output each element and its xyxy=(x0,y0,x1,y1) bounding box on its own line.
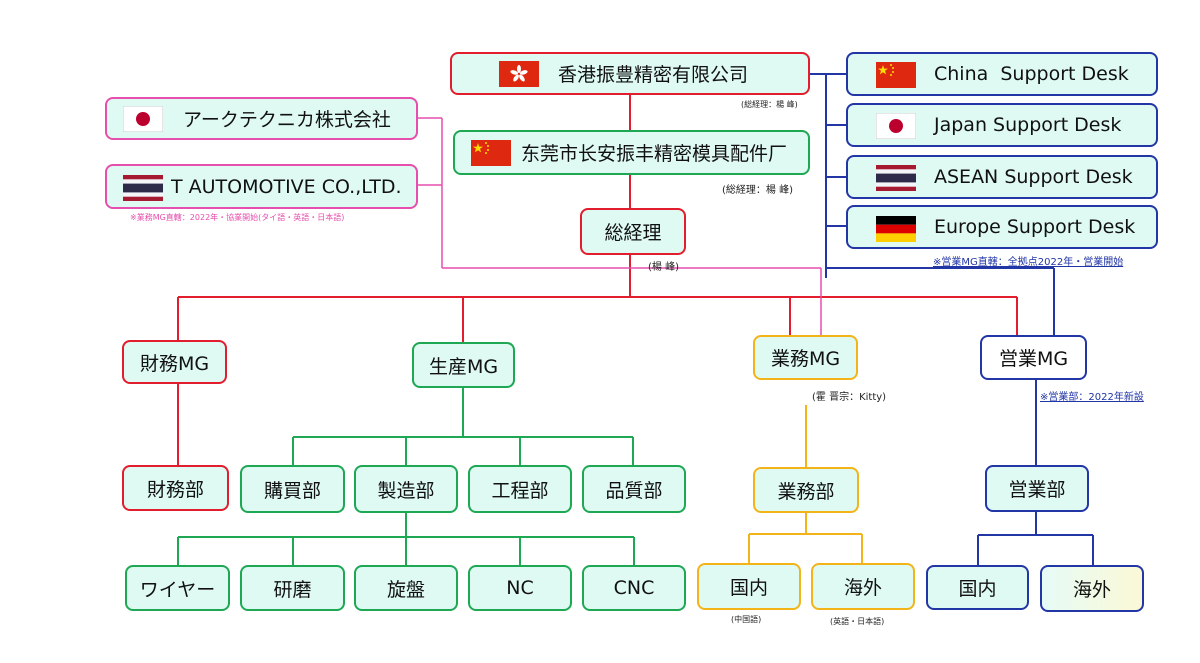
t-automotive-box[interactable]: T AUTOMOTIVE CO.,LTD. xyxy=(105,164,418,209)
nc-section-label: NC xyxy=(506,577,534,599)
business-overseas-label: 海外 xyxy=(843,577,882,599)
japan-flag-icon xyxy=(876,113,916,139)
grinding-section-label: 研磨 xyxy=(273,578,312,601)
germany-flag-icon xyxy=(876,216,916,242)
sales-mg-label: 営業MG xyxy=(998,348,1069,370)
arctec-company-box[interactable]: アークテクニカ株式会社 xyxy=(105,97,418,140)
quality-dept-label: 品質部 xyxy=(605,479,663,502)
engineering-dept-label: 工程部 xyxy=(491,479,549,502)
asean-support-desk-box[interactable]: ASEAN Support Desk xyxy=(846,155,1158,199)
red-connectors xyxy=(177,95,1018,465)
green-connectors xyxy=(177,388,635,565)
business-mg-box[interactable]: 業務MG xyxy=(753,335,858,380)
thailand-flag-icon xyxy=(876,165,916,191)
asean-support-desk-label: ASEAN Support Desk xyxy=(934,166,1133,188)
grinding-section-box[interactable]: 研磨 xyxy=(240,565,345,611)
engineering-dept-box[interactable]: 工程部 xyxy=(468,465,572,513)
wire-section-box[interactable]: ワイヤー xyxy=(125,565,230,611)
business-mg-manager-note: (霍 晋宗：Kitty) xyxy=(812,392,887,403)
sales-dept-label: 営業部 xyxy=(1008,479,1066,501)
japan-support-desk-label: Japan Support Desk xyxy=(934,114,1122,136)
dongguan-factory-box[interactable]: 东莞市长安振丰精密模具配件厂 xyxy=(453,130,810,175)
hq-hongkong-box[interactable]: 香港振豊精密有限公司 xyxy=(450,52,810,95)
production-mg-label: 生産MG xyxy=(428,355,499,378)
china-support-desk-box[interactable]: China Support Desk xyxy=(846,52,1158,96)
general-manager-label: 総経理 xyxy=(604,222,662,244)
nc-section-box[interactable]: NC xyxy=(468,565,572,611)
china-flag-icon xyxy=(471,140,511,166)
manufacturing-dept-label: 製造部 xyxy=(377,479,435,502)
finance-mg-label: 財務MG xyxy=(139,352,210,375)
hong-kong-flag-icon xyxy=(499,61,539,87)
business-domestic-box[interactable]: 国内 xyxy=(697,563,801,610)
sales-overseas-box[interactable]: 海外 xyxy=(1040,565,1144,612)
purchase-dept-box[interactable]: 購買部 xyxy=(240,465,345,513)
europe-support-desk-label: Europe Support Desk xyxy=(934,216,1136,238)
lathe-section-box[interactable]: 旋盤 xyxy=(354,565,458,611)
hq-hongkong-manager-note: (総経理：楊 峰) xyxy=(741,100,798,109)
sales-mg-note: ※営業部：2022年新設 xyxy=(1040,392,1144,403)
dongguan-factory-name: 东莞市长安振丰精密模具配件厂 xyxy=(521,143,788,165)
business-dept-label: 業務部 xyxy=(777,480,835,503)
china-support-desk-label: China Support Desk xyxy=(934,63,1129,85)
production-mg-box[interactable]: 生産MG xyxy=(412,342,515,388)
thailand-flag-icon xyxy=(123,175,163,201)
business-overseas-note: (英語・日本語) xyxy=(830,617,885,626)
business-dept-box[interactable]: 業務部 xyxy=(753,467,859,513)
china-flag-icon xyxy=(876,62,916,88)
japan-support-desk-box[interactable]: Japan Support Desk xyxy=(846,103,1158,147)
sales-dept-box[interactable]: 営業部 xyxy=(985,465,1089,512)
purchase-dept-label: 購買部 xyxy=(263,479,321,502)
general-manager-name-note: (楊 峰) xyxy=(648,262,679,273)
sales-mg-box[interactable]: 営業MG xyxy=(980,335,1087,380)
sales-domestic-label: 国内 xyxy=(958,578,997,600)
business-domestic-label: 国内 xyxy=(729,577,768,599)
blue-connectors xyxy=(810,73,1094,565)
pink-connectors xyxy=(418,117,822,335)
arctec-company-name: アークテクニカ株式会社 xyxy=(183,109,391,131)
business-overseas-box[interactable]: 海外 xyxy=(811,563,915,610)
dongguan-manager-note: (総経理：楊 峰) xyxy=(722,185,793,196)
quality-dept-box[interactable]: 品質部 xyxy=(582,465,686,513)
finance-mg-box[interactable]: 財務MG xyxy=(122,340,227,384)
orange-connectors xyxy=(748,405,863,563)
sales-domestic-box[interactable]: 国内 xyxy=(926,565,1029,610)
cnc-section-box[interactable]: CNC xyxy=(582,565,686,611)
business-domestic-note: (中国語) xyxy=(731,615,762,624)
finance-dept-box[interactable]: 財務部 xyxy=(122,465,229,511)
japan-flag-icon xyxy=(123,106,163,132)
business-mg-label: 業務MG xyxy=(770,348,841,370)
general-manager-box[interactable]: 総経理 xyxy=(580,208,686,255)
sales-overseas-label: 海外 xyxy=(1072,579,1111,601)
lathe-section-label: 旋盤 xyxy=(386,578,425,601)
hq-hongkong-name: 香港振豊精密有限公司 xyxy=(558,64,749,86)
cnc-section-label: CNC xyxy=(613,577,655,599)
wire-section-label: ワイヤー xyxy=(139,578,216,601)
t-automotive-name: T AUTOMOTIVE CO.,LTD. xyxy=(171,175,402,198)
manufacturing-dept-box[interactable]: 製造部 xyxy=(354,465,458,513)
affiliates-note: ※業務MG直轄：2022年・協業開始(タイ語・英語・日本語) xyxy=(130,213,345,222)
europe-support-desk-box[interactable]: Europe Support Desk xyxy=(846,205,1158,249)
finance-dept-label: 財務部 xyxy=(146,478,204,501)
support-desk-note: ※営業MG直轄：全拠点2022年・営業開始 xyxy=(933,257,1124,268)
